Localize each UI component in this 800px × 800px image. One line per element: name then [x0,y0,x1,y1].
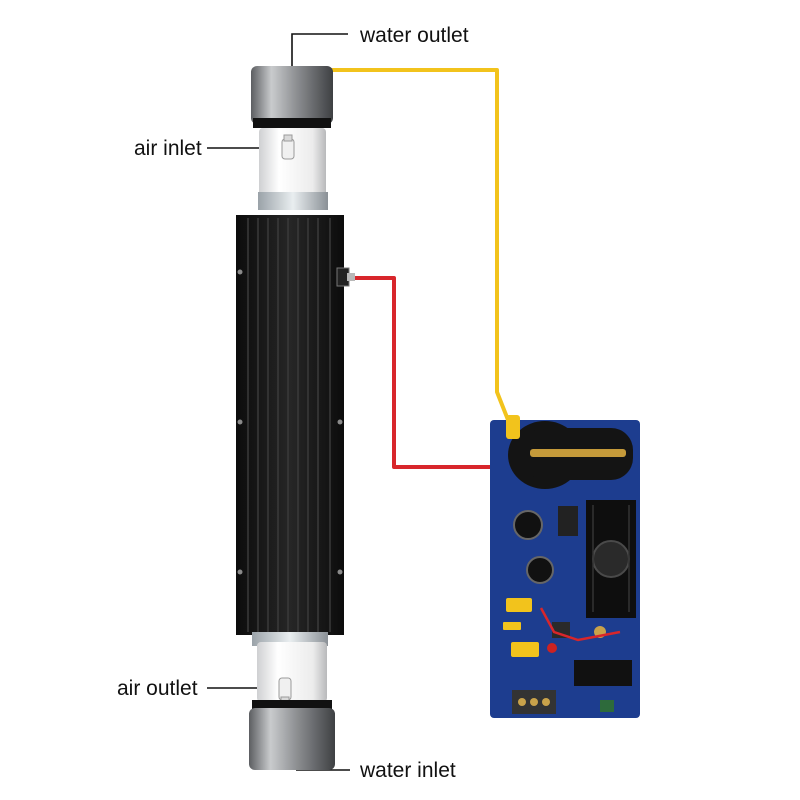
heat-sink-fins [247,218,331,632]
ozone-tube [236,66,355,770]
power-supply-board [490,415,640,718]
water-inlet-label: water inlet [360,759,456,782]
bottom-metal-cap [249,708,335,770]
board-heat-sink [586,500,636,618]
top-glass-neck [258,192,328,210]
water-outlet-label: water outlet [360,24,469,47]
yellow-components [503,598,539,657]
air-inlet-nozzle [281,134,295,160]
top-metal-cap [251,66,333,124]
air-inlet-label: air inlet [134,137,202,160]
tube-terminal [336,267,355,287]
top-ceramic-collar [259,128,326,200]
yellow-high-voltage-wire [318,68,514,431]
hv-transformer [506,415,633,489]
capacitors [513,510,554,584]
leader-water-outlet [291,33,348,68]
air-outlet-nozzle [278,677,292,704]
heat-sink-body [236,215,344,635]
bottom-oring [252,700,332,710]
air-outlet-label: air outlet [117,677,198,700]
terminal-block [512,690,614,714]
top-oring [253,118,331,128]
board-internal-wire [539,607,621,642]
bottom-ceramic-collar [257,642,327,702]
small-components [547,506,632,686]
red-signal-wire [352,276,505,469]
